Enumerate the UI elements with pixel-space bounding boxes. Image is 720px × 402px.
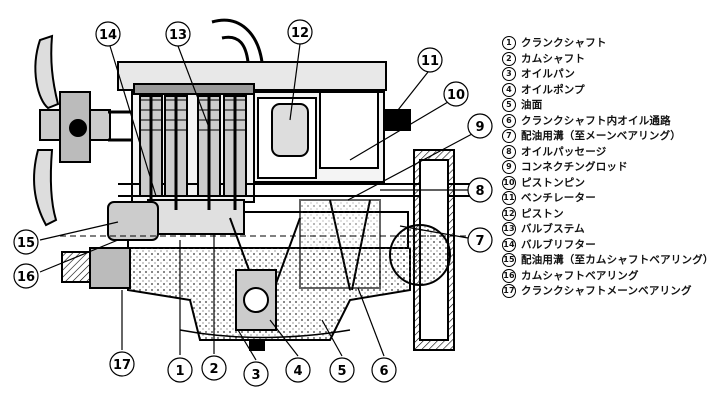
callout-marker-12: 12 [287,19,313,121]
legend-number: 13 [502,222,516,236]
callout-marker-9: 9 [347,113,493,201]
svg-text:5: 5 [337,364,346,379]
legend-label: 配油用溝（至カムシャフトベアリング） [521,254,714,266]
callout-marker-1: 1 [167,240,193,383]
legend-label: ピストン [521,207,564,220]
svg-text:14: 14 [99,28,117,43]
legend-item: 17 クランクシャフトメーンベアリング [502,284,716,298]
legend-number: 10 [502,175,516,190]
legend-label: カムシャフトベアリング [521,269,639,282]
callout-marker-8: 8 [380,177,493,203]
svg-text:1: 1 [175,364,184,379]
legend-number: 8 [502,144,516,159]
svg-text:6: 6 [379,364,388,379]
svg-text:15: 15 [17,236,35,251]
crankcase [127,199,411,351]
legend-number: 7 [502,129,516,143]
legend-label: 配油用溝（至メーンベアリング） [521,130,681,142]
crankshaft [60,201,470,289]
svg-text:7: 7 [475,234,484,249]
svg-text:3: 3 [251,368,260,383]
legend-item: 1 クランクシャフト [502,36,716,50]
legend-label: バルブリフター [521,238,596,251]
legend-number: 16 [502,268,516,283]
callout-marker-3: 3 [237,329,269,387]
svg-text:4: 4 [293,364,302,379]
legend-number: 14 [502,237,516,252]
callout-marker-14: 14 [95,21,157,197]
fan [33,34,140,227]
legend-item: 13 バルブステム [502,222,716,236]
legend-number: 12 [502,206,516,221]
legend-label: 油面 [521,99,543,111]
callout-marker-7: 7 [399,225,493,253]
svg-text:8: 8 [475,184,484,199]
svg-text:9: 9 [475,120,484,135]
legend-item: 6 クランクシャフト内オイル通路 [502,113,716,128]
callout-marker-5: 5 [321,319,355,383]
legend-number: 1 [502,36,516,50]
legend-item: 14 バルブリフター [502,237,716,252]
legend-number: 2 [502,51,516,66]
legend-item: 12 ピストン [502,206,716,221]
svg-text:11: 11 [421,54,439,69]
legend-label: オイルパッセージ [521,145,607,158]
callout-marker-10: 10 [349,81,469,161]
legend-item: 4 オイルポンプ [502,82,716,97]
legend-number: 4 [502,82,516,97]
legend-label: クランクシャフトメーンベアリング [521,285,692,297]
legend-number: 6 [502,113,516,128]
legend-item: 3 オイルパン [502,67,716,81]
legend-item: 16 カムシャフトベアリング [502,268,716,283]
legend-label: ピストンピン [521,176,586,189]
legend-item: 7 配油用溝（至メーンベアリング） [502,129,716,143]
svg-text:16: 16 [17,270,35,285]
callout-marker-13: 13 [165,21,211,131]
callout-marker-4: 4 [269,319,311,383]
callout-marker-17: 17 [109,290,135,377]
legend-label: コンネクチングロッド [521,161,628,173]
intake-pipe [211,18,264,63]
legend-label: クランクシャフト内オイル通路 [521,114,671,127]
legend-label: クランクシャフト [521,37,607,49]
legend-item: 2 カムシャフト [502,51,716,66]
callout-marker-2: 2 [201,235,227,381]
legend-number: 11 [502,191,516,205]
legend-item: 9 コンネクチングロッド [502,160,716,174]
callout-markers: 1 2 3 4 5 6 7 [13,19,493,387]
svg-text:12: 12 [291,26,309,41]
legend-label: オイルパン [521,68,576,80]
legend-number: 5 [502,98,516,112]
legend-item: 10 ピストンピン [502,175,716,190]
callout-marker-11: 11 [397,47,443,111]
legend-number: 17 [502,284,516,298]
svg-text:17: 17 [113,358,131,373]
svg-text:13: 13 [169,28,187,43]
svg-text:2: 2 [209,362,218,377]
legend-number: 9 [502,160,516,174]
legend-item: 15 配油用溝（至カムシャフトベアリング） [502,253,716,267]
legend-item: 5 油面 [502,98,716,112]
callout-marker-15: 15 [13,221,119,255]
legend-item: 8 オイルパッセージ [502,144,716,159]
engine-cutaway-diagram: 1 2 3 4 5 6 7 [13,18,493,387]
legend-label: バルブステム [521,223,585,235]
parts-legend: 1 クランクシャフト 2 カムシャフト 3 オイルパン 4 オイルポンプ 5 油面 6 クラ… [502,36,716,300]
legend-label: カムシャフト [521,52,586,65]
legend-number: 15 [502,253,516,267]
legend-label: ベンチレーター [521,192,596,204]
callout-marker-16: 16 [13,239,119,289]
legend-item: 11 ベンチレーター [502,191,716,205]
legend-number: 3 [502,67,516,81]
callout-marker-6: 6 [357,287,397,383]
svg-text:10: 10 [447,88,465,103]
legend-label: オイルポンプ [521,83,585,96]
